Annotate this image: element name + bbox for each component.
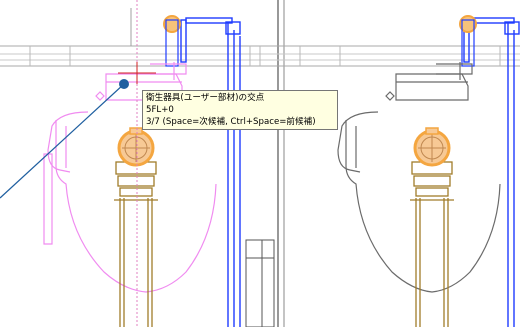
water-pipe-right — [463, 17, 520, 327]
drain-pipe-left — [114, 161, 158, 327]
valve-top-right — [459, 15, 477, 67]
snap-tooltip: 衛生器具(ユーザー部材)の交点 5FL+0 3/7 (Space=次候補, Ct… — [142, 90, 338, 130]
wall-band — [0, 45, 520, 67]
pane-divider — [277, 0, 285, 327]
crosshair-cursor — [118, 0, 156, 327]
valve-top-left — [163, 15, 181, 67]
water-pipe-left — [180, 17, 241, 327]
toilet-fixture-right — [337, 62, 501, 293]
leader-endpoint — [119, 79, 129, 89]
drain-highlight-left — [117, 127, 155, 167]
drain-pipe-right — [410, 161, 454, 327]
snap-tooltip-level: 5FL+0 — [146, 105, 174, 115]
drain-highlight-right — [413, 127, 451, 167]
snap-tooltip-hint: 3/7 (Space=次候補, Ctrl+Space=前候補) — [146, 117, 316, 127]
equipment-box — [245, 239, 275, 327]
snap-tooltip-title: 衛生器具(ユーザー部材)の交点 — [146, 93, 265, 103]
leader-line — [0, 83, 125, 199]
